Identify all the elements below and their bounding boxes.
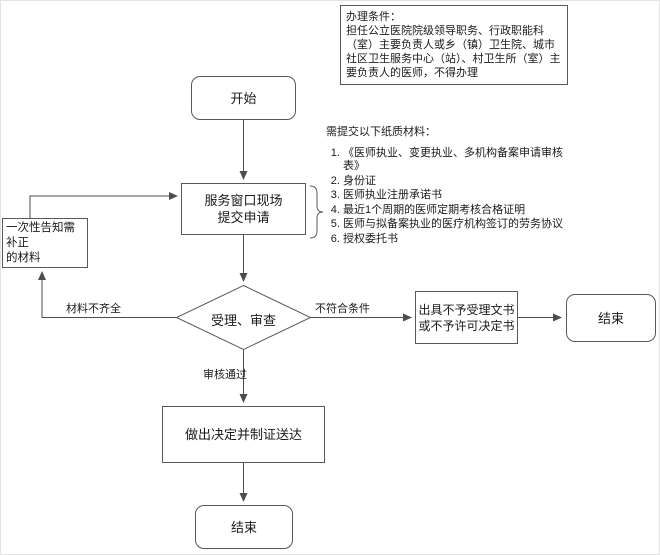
node-notify-line2: 的材料 (6, 251, 41, 264)
materials-section: 需提交以下纸质材料： 《医师执业、变更执业、多机构备案申请审核表》 身份证 医师… (326, 126, 564, 247)
materials-item: 《医师执业、变更执业、多机构备案申请审核表》 (343, 147, 564, 174)
materials-item: 医师与拟备案执业的医疗机构签订的劳务协议 (343, 218, 564, 232)
node-review-label: 受理、审查 (210, 313, 276, 328)
materials-item: 最近1个周期的医师定期考核合格证明 (343, 204, 564, 218)
edge-notify-submit (29, 192, 178, 218)
node-decide-deliver: 做出决定并制证送达 (162, 406, 325, 463)
materials-item: 身份证 (343, 175, 564, 189)
conditions-note: 办理条件： 担任公立医院院级领导职务、行政职能科（室）主要负责人或乡（镇）卫生院、… (340, 5, 568, 85)
node-reject-document: 出具不予受理文书 或不予许可决定书 (415, 291, 518, 344)
node-end-right: 结束 (566, 294, 656, 342)
edge-label-not-qualified: 不符合条件 (315, 303, 370, 315)
materials-list: 《医师执业、变更执业、多机构备案申请审核表》 身份证 医师执业注册承诺书 最近1… (326, 147, 564, 247)
conditions-note-body: 担任公立医院院级领导职务、行政职能科（室）主要负责人或乡（镇）卫生院、城市社区卫… (346, 25, 561, 79)
node-notify-correction: 一次性告知需补正 的材料 (2, 218, 88, 268)
edge-label-approved: 审核通过 (203, 369, 247, 381)
edge-label-materials-incomplete: 材料不齐全 (66, 303, 121, 315)
node-end-bottom: 结束 (195, 505, 293, 549)
node-notify-line1: 一次性告知需补正 (6, 221, 75, 249)
node-start: 开始 (191, 76, 296, 120)
conditions-note-title: 办理条件： (346, 11, 401, 23)
node-submit-line2: 提交申请 (217, 210, 270, 225)
materials-item: 授权委托书 (343, 233, 564, 247)
materials-item: 医师执业注册承诺书 (343, 189, 564, 203)
node-submit-line1: 服务窗口现场 (204, 193, 283, 208)
node-submit: 服务窗口现场 提交申请 (181, 183, 306, 235)
node-reject-line1: 出具不予受理文书 (418, 302, 515, 317)
materials-title: 需提交以下纸质材料： (326, 126, 436, 138)
materials-brace (309, 185, 324, 239)
node-reject-line2: 或不予许可决定书 (418, 318, 515, 333)
